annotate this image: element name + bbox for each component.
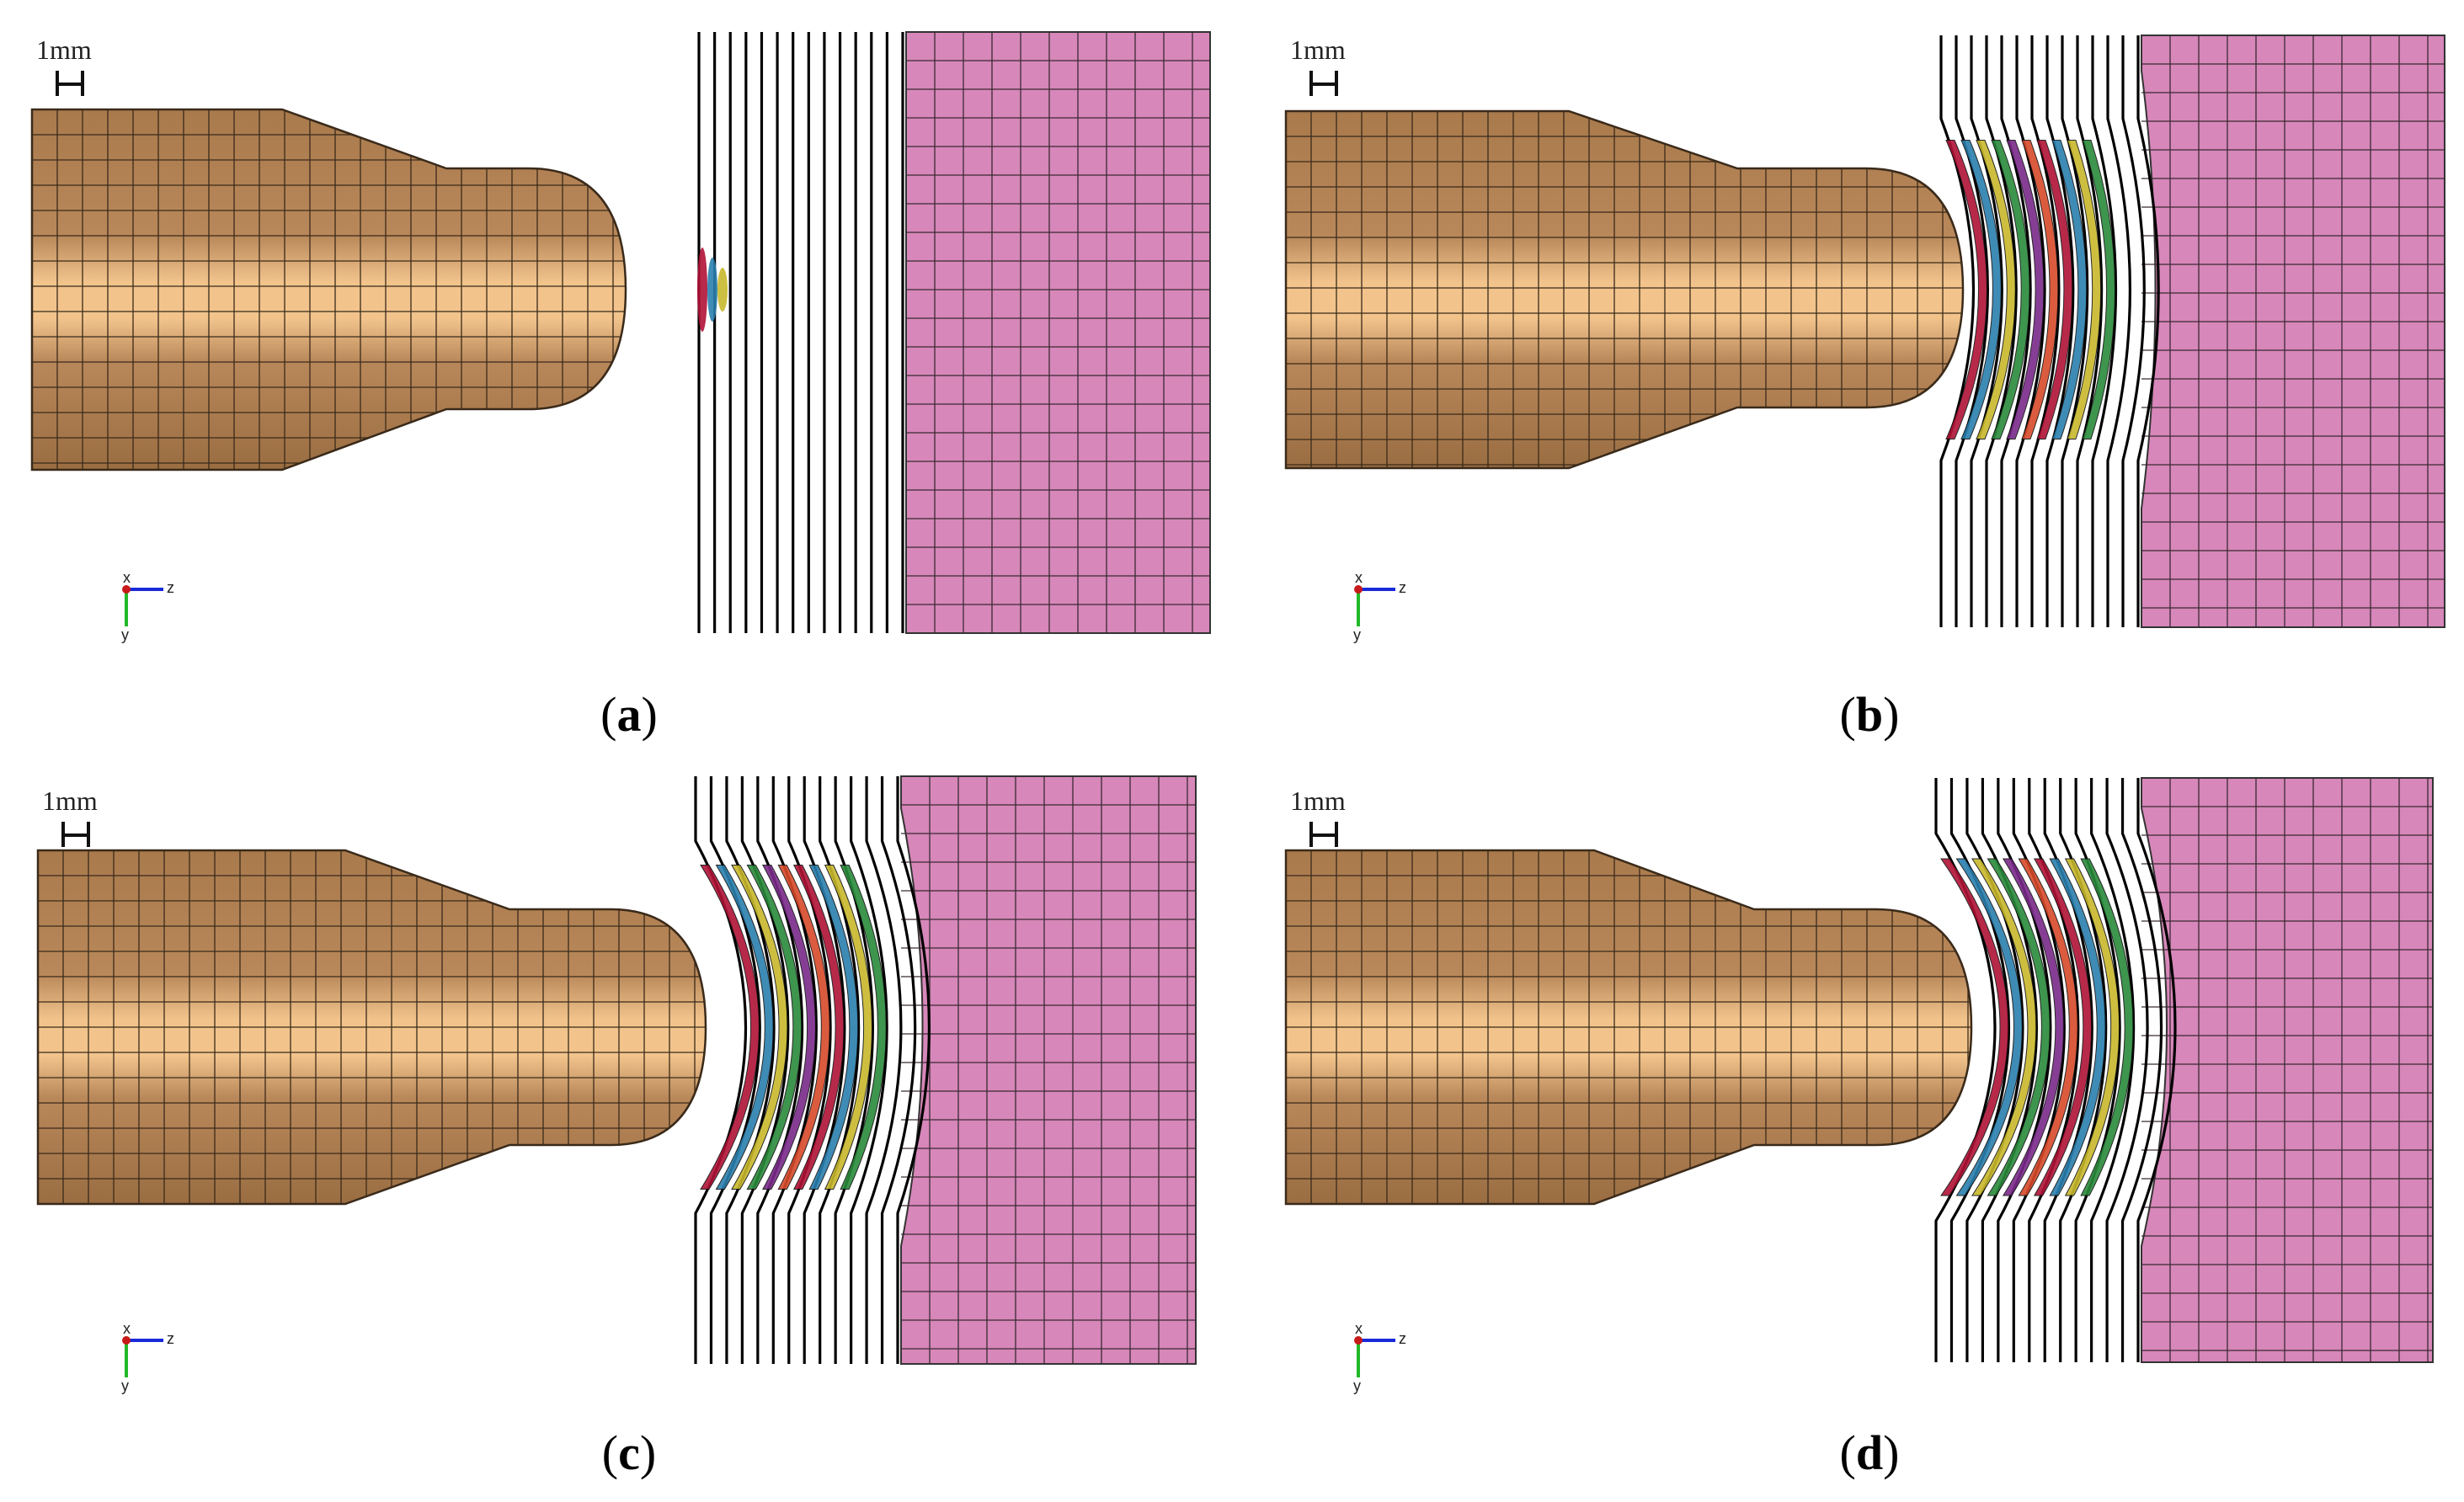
projectile bbox=[36, 849, 707, 1206]
scale-bar: 1mm bbox=[36, 35, 92, 96]
deformation-bands bbox=[700, 865, 887, 1190]
deformation-bands bbox=[697, 248, 728, 332]
axis-triad: z x y bbox=[121, 569, 174, 643]
axis-x-label: x bbox=[1355, 1320, 1363, 1337]
axis-z-label: z bbox=[1399, 579, 1406, 596]
axis-x-label: x bbox=[1355, 569, 1363, 586]
axis-x-label: x bbox=[123, 569, 131, 586]
axis-triad: z x y bbox=[121, 1320, 174, 1394]
target-block bbox=[2141, 777, 2434, 1363]
deformation-bands bbox=[1940, 858, 2134, 1196]
caption-a: (a) bbox=[600, 687, 658, 742]
axis-y-label: y bbox=[1353, 1377, 1361, 1394]
projectile bbox=[30, 108, 627, 471]
deformation-bands bbox=[1945, 140, 2116, 439]
axis-z-label: z bbox=[167, 579, 174, 596]
scale-bar-label: 1mm bbox=[1290, 35, 1346, 65]
panel-d: 1mm z x y (d) bbox=[1232, 751, 2464, 1502]
axis-x-label: x bbox=[123, 1320, 131, 1337]
scale-bar: 1mm bbox=[1290, 35, 1346, 96]
projectile bbox=[1284, 109, 1965, 470]
axis-z-label: z bbox=[1399, 1330, 1406, 1347]
panel-c: 1mm z x y (c) bbox=[0, 751, 1232, 1502]
simulation-view-d: 1mm z x y bbox=[1284, 777, 2434, 1394]
scale-bar-label: 1mm bbox=[42, 786, 98, 816]
panel-a: 1mm z x y (a) bbox=[0, 0, 1232, 751]
scale-bar-label: 1mm bbox=[1290, 786, 1346, 816]
target-block bbox=[900, 775, 1197, 1365]
scale-bar-label: 1mm bbox=[36, 35, 92, 65]
scale-bar: 1mm bbox=[1290, 786, 1346, 847]
simulation-view-c: 1mm z x y bbox=[36, 775, 1197, 1394]
projectile-mesh bbox=[1286, 850, 1971, 1204]
axis-y-label: y bbox=[121, 626, 129, 643]
projectile-mesh bbox=[38, 850, 706, 1204]
axis-triad: z x y bbox=[1353, 1320, 1406, 1394]
projectile bbox=[1284, 849, 1973, 1206]
target-block bbox=[2141, 35, 2445, 628]
axis-y-label: y bbox=[121, 1377, 129, 1394]
caption-c: (c) bbox=[601, 1425, 657, 1480]
panel-b: 1mm z x y (b) bbox=[1232, 0, 2464, 751]
target-block bbox=[904, 31, 1211, 634]
axis-y-label: y bbox=[1353, 626, 1361, 643]
axis-triad: z x y bbox=[1353, 569, 1406, 643]
caption-b: (b) bbox=[1839, 687, 1900, 742]
simulation-view-b: 1mm z x y bbox=[1284, 35, 2445, 643]
scale-bar: 1mm bbox=[42, 786, 98, 847]
axis-z-label: z bbox=[167, 1330, 174, 1347]
simulation-view-a: 1mm z x y bbox=[30, 31, 1211, 643]
projectile-mesh bbox=[32, 109, 626, 470]
fabric-layers bbox=[697, 32, 904, 633]
caption-d: (d) bbox=[1839, 1425, 1900, 1480]
